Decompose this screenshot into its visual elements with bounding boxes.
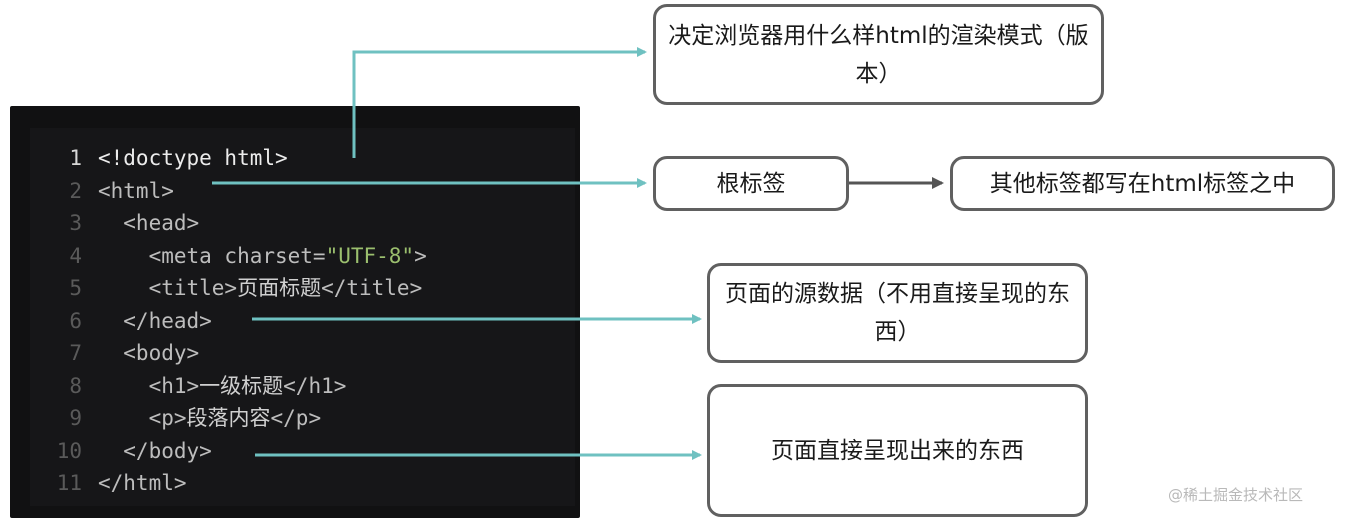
- code-token: </head>: [98, 308, 212, 333]
- line-text: </head>: [98, 309, 212, 333]
- line-number: 2: [69, 178, 82, 203]
- line-number: 10: [56, 438, 82, 463]
- line-text: <meta charset="UTF-8">: [98, 244, 427, 268]
- code-line: 8 <h1>一级标题</h1>: [30, 371, 346, 401]
- line-number: 9: [69, 406, 82, 430]
- watermark: @稀土掘金技术社区: [1168, 486, 1304, 504]
- line-text: <!doctype html>: [98, 146, 288, 170]
- code-line: 6 </head>: [30, 306, 212, 336]
- code-token: </h1>: [283, 373, 347, 398]
- line-text: <head>: [98, 211, 199, 235]
- line-number: 8: [69, 373, 82, 398]
- code-line: 1 <!doctype html>: [30, 143, 288, 173]
- line-number: 3: [69, 211, 82, 235]
- code-line: 7 <body>: [30, 338, 199, 368]
- code-token: 页面标题: [237, 276, 322, 300]
- code-token: 一级标题: [199, 373, 284, 398]
- code-token: <head>: [98, 211, 200, 235]
- code-line: 2 <html>: [30, 176, 174, 206]
- code-token: "UTF-8": [325, 243, 415, 268]
- code-editor-panel: 1<!doctype html>2<html>3 <head>4 <meta c…: [10, 106, 580, 518]
- code-line: 11 </html>: [30, 468, 187, 498]
- box-root-tag: 根标签: [653, 156, 849, 211]
- line-text: <h1>一级标题</h1>: [98, 373, 347, 398]
- line-text: </html>: [98, 471, 187, 495]
- code-token: <p>: [98, 406, 187, 430]
- code-token: <meta charset=: [98, 243, 326, 268]
- code-token: <title>: [98, 276, 238, 300]
- code-token: </body>: [98, 438, 212, 463]
- line-text: <html>: [98, 179, 174, 203]
- box-doctype-desc: 决定浏览器用什么样html的渲染模式（版本）: [653, 4, 1104, 105]
- line-number: 11: [56, 471, 82, 495]
- code-token: >: [414, 243, 427, 268]
- code-line: 5 <title>页面标题</title>: [30, 273, 422, 303]
- code-line: 3 <head>: [30, 208, 199, 238]
- code-area: 1<!doctype html>2<html>3 <head>4 <meta c…: [30, 128, 575, 506]
- code-line: 4 <meta charset="UTF-8">: [30, 241, 427, 271]
- code-line: 9 <p>段落内容</p>: [30, 403, 321, 433]
- code-token: <body>: [98, 341, 200, 365]
- code-token: <h1>: [98, 373, 200, 398]
- line-text: <p>段落内容</p>: [98, 406, 322, 430]
- code-token: <html>: [98, 178, 174, 203]
- code-token: <!doctype html>: [98, 146, 288, 170]
- line-text: <body>: [98, 341, 199, 365]
- line-text: <title>页面标题</title>: [98, 276, 423, 300]
- line-text: </body>: [98, 439, 212, 463]
- line-number: 7: [69, 341, 82, 365]
- line-number: 5: [69, 276, 82, 300]
- code-token: 段落内容: [186, 406, 271, 430]
- code-token: </p>: [270, 406, 322, 430]
- code-token: </html>: [98, 471, 187, 495]
- box-body-desc: 页面直接呈现出来的东西: [707, 384, 1088, 517]
- box-head-desc: 页面的源数据（不用直接呈现的东西）: [707, 263, 1088, 363]
- line-number: 6: [69, 308, 82, 333]
- line-number: 4: [69, 243, 82, 268]
- box-others-in-html: 其他标签都写在html标签之中: [950, 156, 1335, 211]
- code-token: </title>: [321, 276, 423, 300]
- line-number: 1: [69, 146, 82, 170]
- code-line: 10 </body>: [30, 436, 212, 466]
